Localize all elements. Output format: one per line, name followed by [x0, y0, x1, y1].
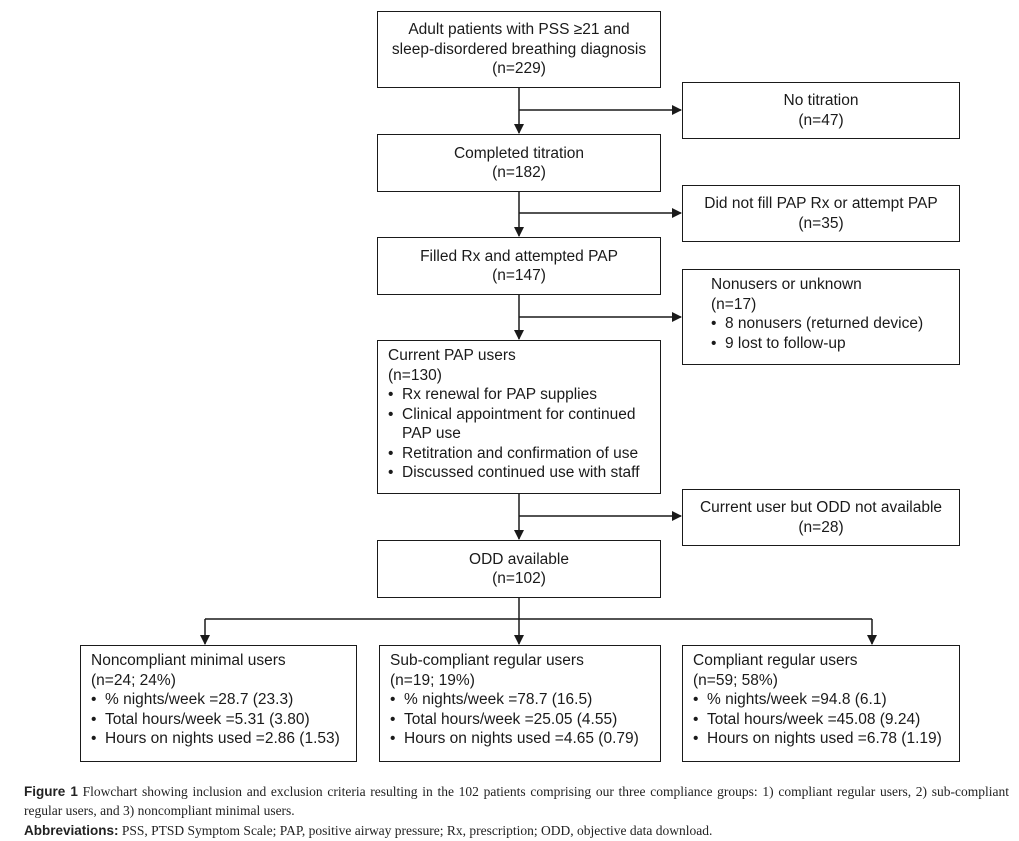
box-compliant-regular-users: Compliant regular users (n=59; 58%) % ni… — [682, 645, 960, 762]
bullet-item: Total hours/week =5.31 (3.80) — [91, 710, 346, 730]
box-line: Adult patients with PSS ≥21 and — [408, 21, 630, 39]
abbreviations-label: Abbreviations: — [24, 823, 119, 838]
box-line: sleep-disordered breathing diagnosis — [391, 40, 647, 58]
box-odd-not-available: Current user but ODD not available (n=28… — [682, 489, 960, 546]
box-line: (n=229) — [492, 60, 546, 78]
bullet-item: Total hours/week =45.08 (9.24) — [693, 710, 949, 730]
abbreviations-text: PSS, PTSD Symptom Scale; PAP, positive a… — [121, 823, 713, 838]
figure-caption-text: Flowchart showing inclusion and exclusio… — [24, 784, 1010, 818]
bullet-item: % nights/week =28.7 (23.3) — [91, 690, 346, 710]
box-line: Current user but ODD not available — [699, 499, 943, 516]
bullet-item: Retitration and confirmation of use — [388, 444, 650, 464]
bullet-item: Hours on nights used =4.65 (0.79) — [390, 729, 650, 749]
box-adult-patients: Adult patients with PSS ≥21 and sleep-di… — [377, 11, 661, 88]
box-noncompliant-minimal-users: Noncompliant minimal users (n=24; 24%) %… — [80, 645, 357, 762]
box-count: (n=59; 58%) — [693, 671, 778, 689]
box-count: (n=17) — [711, 295, 757, 313]
box-title: Current PAP users — [388, 347, 516, 364]
abbreviations: Abbreviations: PSS, PTSD Symptom Scale; … — [24, 821, 1009, 840]
box-line: No titration — [783, 92, 859, 109]
box-sub-compliant-regular-users: Sub-compliant regular users (n=19; 19%) … — [379, 645, 661, 762]
figure-label: Figure 1 — [24, 784, 78, 799]
bullet-item: Clinical appointment for continued PAP u… — [388, 405, 650, 444]
box-no-titration: No titration (n=47) — [682, 82, 960, 139]
box-line: (n=147) — [492, 267, 546, 284]
box-title: Noncompliant minimal users — [91, 652, 286, 669]
bullet-item: Hours on nights used =2.86 (1.53) — [91, 729, 346, 749]
box-filled-rx: Filled Rx and attempted PAP (n=147) — [377, 237, 661, 295]
box-line: (n=28) — [798, 518, 844, 536]
box-current-pap-users: Current PAP users (n=130) Rx renewal for… — [377, 340, 661, 494]
box-line: Completed titration — [453, 144, 585, 162]
box-line: Did not fill PAP Rx or attempt PAP — [704, 195, 938, 212]
bullet-item: Discussed continued use with staff — [388, 463, 650, 483]
box-title: Nonusers or unknown — [711, 276, 862, 293]
box-line: (n=102) — [492, 570, 546, 587]
bullet-item: Total hours/week =25.05 (4.55) — [390, 710, 650, 730]
figure-caption: Figure 1 Flowchart showing inclusion and… — [24, 782, 1009, 820]
box-did-not-fill: Did not fill PAP Rx or attempt PAP (n=35… — [682, 185, 960, 242]
bullet-item: Hours on nights used =6.78 (1.19) — [693, 729, 949, 749]
box-line: ODD available — [469, 550, 569, 568]
bullet-item: 8 nonusers (returned device) — [711, 314, 949, 334]
bullet-item: Rx renewal for PAP supplies — [388, 385, 650, 405]
box-line: Filled Rx and attempted PAP — [420, 247, 618, 265]
box-odd-available: ODD available (n=102) — [377, 540, 661, 598]
box-title: Sub-compliant regular users — [390, 652, 584, 669]
box-title: Compliant regular users — [693, 652, 858, 669]
bullet-item: % nights/week =78.7 (16.5) — [390, 690, 650, 710]
box-nonusers: Nonusers or unknown (n=17) 8 nonusers (r… — [682, 269, 960, 365]
box-completed-titration: Completed titration (n=182) — [377, 134, 661, 192]
box-count: (n=19; 19%) — [390, 671, 475, 689]
bullet-item: % nights/week =94.8 (6.1) — [693, 690, 949, 710]
box-line: (n=47) — [798, 111, 844, 129]
box-count: (n=130) — [388, 366, 442, 384]
box-line: (n=35) — [798, 214, 844, 232]
bullet-item: 9 lost to follow-up — [711, 334, 949, 354]
box-line: (n=182) — [492, 164, 546, 181]
box-count: (n=24; 24%) — [91, 671, 176, 689]
